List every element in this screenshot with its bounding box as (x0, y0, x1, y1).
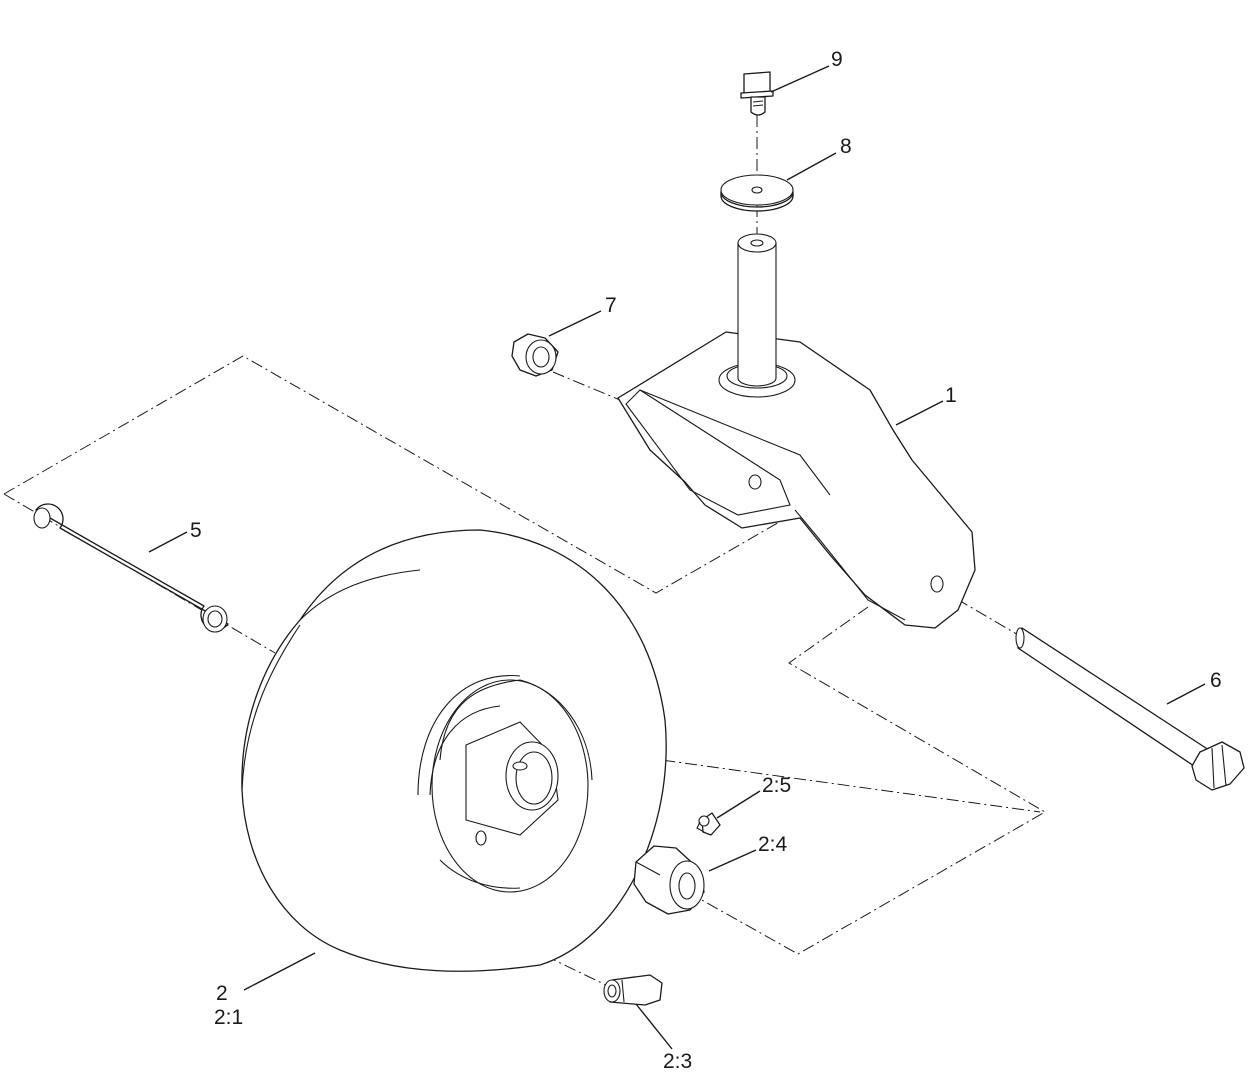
grease-fitting-part[interactable] (696, 812, 721, 836)
wheel-assembly-part[interactable] (241, 529, 667, 972)
callout-1: 1 (945, 384, 957, 407)
bearing-part[interactable] (633, 845, 705, 915)
callout-2-3: 2:3 (663, 1050, 692, 1073)
callout-5: 5 (190, 519, 202, 542)
long-bolt-part[interactable] (1015, 627, 1245, 791)
callout-labels: 9 8 7 1 5 6 2:5 2:4 2 2:1 2:3 (190, 48, 1222, 1073)
washer-part[interactable] (720, 174, 794, 212)
callout-2-1: 2:1 (214, 1006, 243, 1029)
caster-fork-part[interactable] (617, 233, 976, 629)
callout-2-4: 2:4 (758, 833, 788, 856)
callout-7: 7 (605, 294, 617, 317)
callout-9: 9 (831, 48, 843, 71)
callout-2-5: 2:5 (762, 774, 791, 797)
top-bolt-part[interactable] (740, 71, 774, 116)
valve-stem-part[interactable] (603, 974, 663, 1006)
flange-nut-part[interactable] (511, 333, 559, 377)
callout-6: 6 (1210, 669, 1222, 692)
spacer-tube-part[interactable] (33, 503, 229, 633)
callout-8: 8 (840, 135, 852, 158)
leader-lines (148, 65, 1206, 1050)
callout-2: 2 (216, 982, 228, 1005)
